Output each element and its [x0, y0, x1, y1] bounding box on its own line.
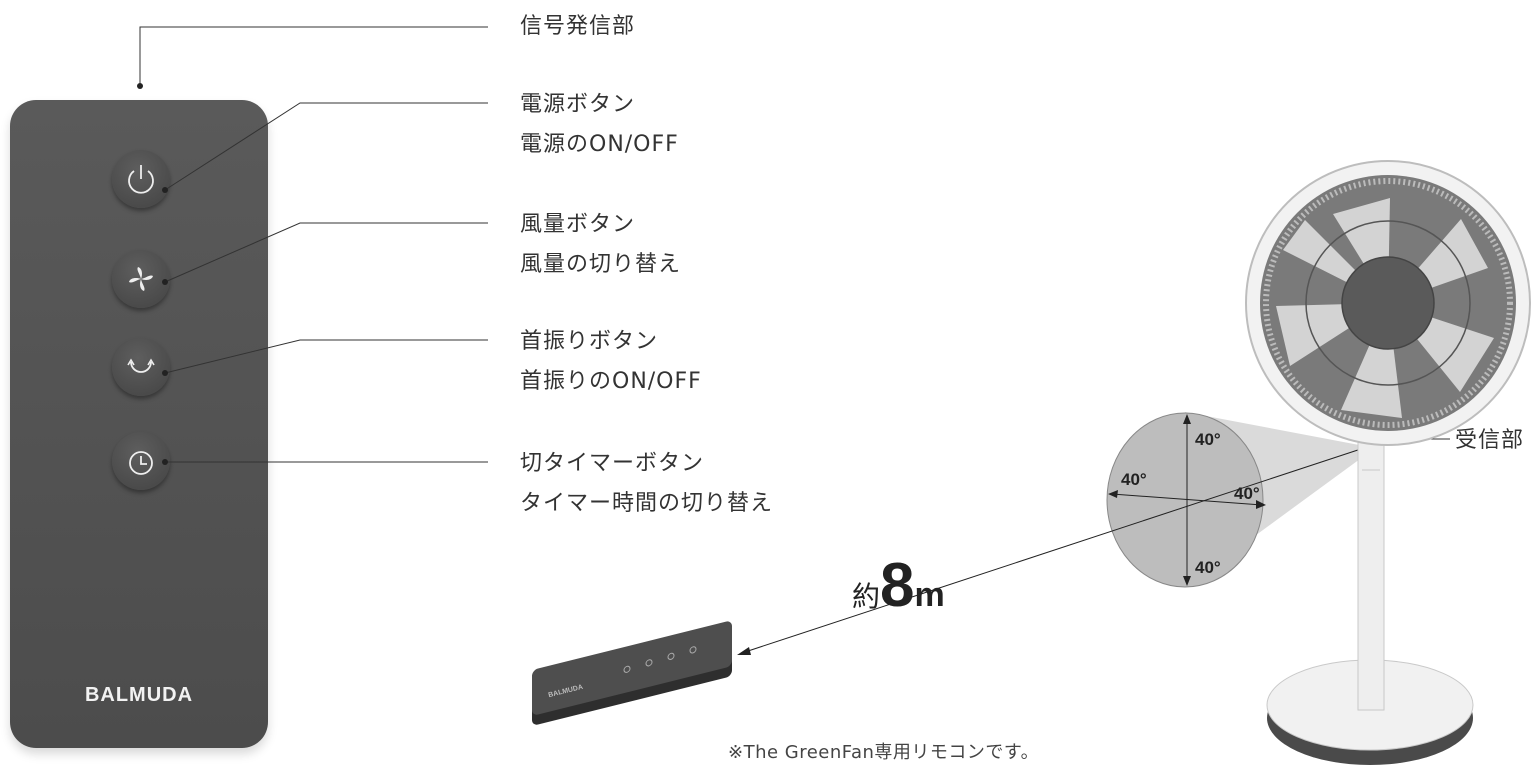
power-leader: [164, 102, 488, 191]
swing-icon: [127, 358, 155, 373]
timer-desc: タイマー時間の切り替え: [520, 491, 774, 516]
receiver-label: 受信部: [1455, 428, 1525, 453]
range-prefix: 約: [852, 580, 881, 613]
power-button[interactable]: [112, 150, 170, 208]
range-value: 8: [880, 551, 915, 620]
remote-control: BALMUDA: [10, 100, 268, 748]
fan-illustration: [1245, 160, 1531, 765]
fan-icon: [129, 267, 153, 291]
transmitter-leader: [139, 26, 488, 86]
wind-button[interactable]: [112, 250, 170, 308]
wind-title: 風量ボタン: [520, 212, 636, 237]
power-title: 電源ボタン: [520, 92, 636, 117]
range-distance: 約8m: [852, 550, 945, 621]
small-remote: [532, 621, 732, 725]
angle-label-bottom: 40°: [1195, 558, 1221, 577]
transmitter-label: 信号発信部: [520, 14, 636, 39]
angle-label-right: 40°: [1234, 484, 1260, 503]
power-desc: 電源のON/OFF: [520, 132, 679, 157]
range-unit: m: [914, 576, 945, 614]
timer-icon: [129, 451, 153, 475]
timer-button[interactable]: [112, 432, 170, 490]
transmitter-dot: [137, 83, 143, 89]
swing-title: 首振りボタン: [520, 329, 659, 354]
wind-leader: [164, 222, 488, 283]
footnote: ※The GreenFan専用リモコンです。: [728, 742, 1040, 763]
swing-button[interactable]: [112, 338, 170, 396]
wind-dot: [162, 279, 168, 285]
angle-label-top: 40°: [1195, 430, 1221, 449]
remote-brand-logo: BALMUDA: [84, 684, 194, 706]
range-line: [741, 445, 1371, 654]
swing-desc: 首振りのON/OFF: [520, 369, 702, 394]
timer-dot: [162, 459, 168, 465]
swing-dot: [162, 370, 168, 376]
signal-disc: [1106, 412, 1264, 588]
power-dot: [162, 187, 168, 193]
power-icon: [128, 165, 154, 194]
timer-title: 切タイマーボタン: [520, 451, 705, 476]
swing-leader: [164, 339, 488, 374]
wind-desc: 風量の切り替え: [520, 252, 682, 277]
angle-label-left: 40°: [1121, 470, 1147, 489]
angle-axes: [1111, 418, 1263, 582]
